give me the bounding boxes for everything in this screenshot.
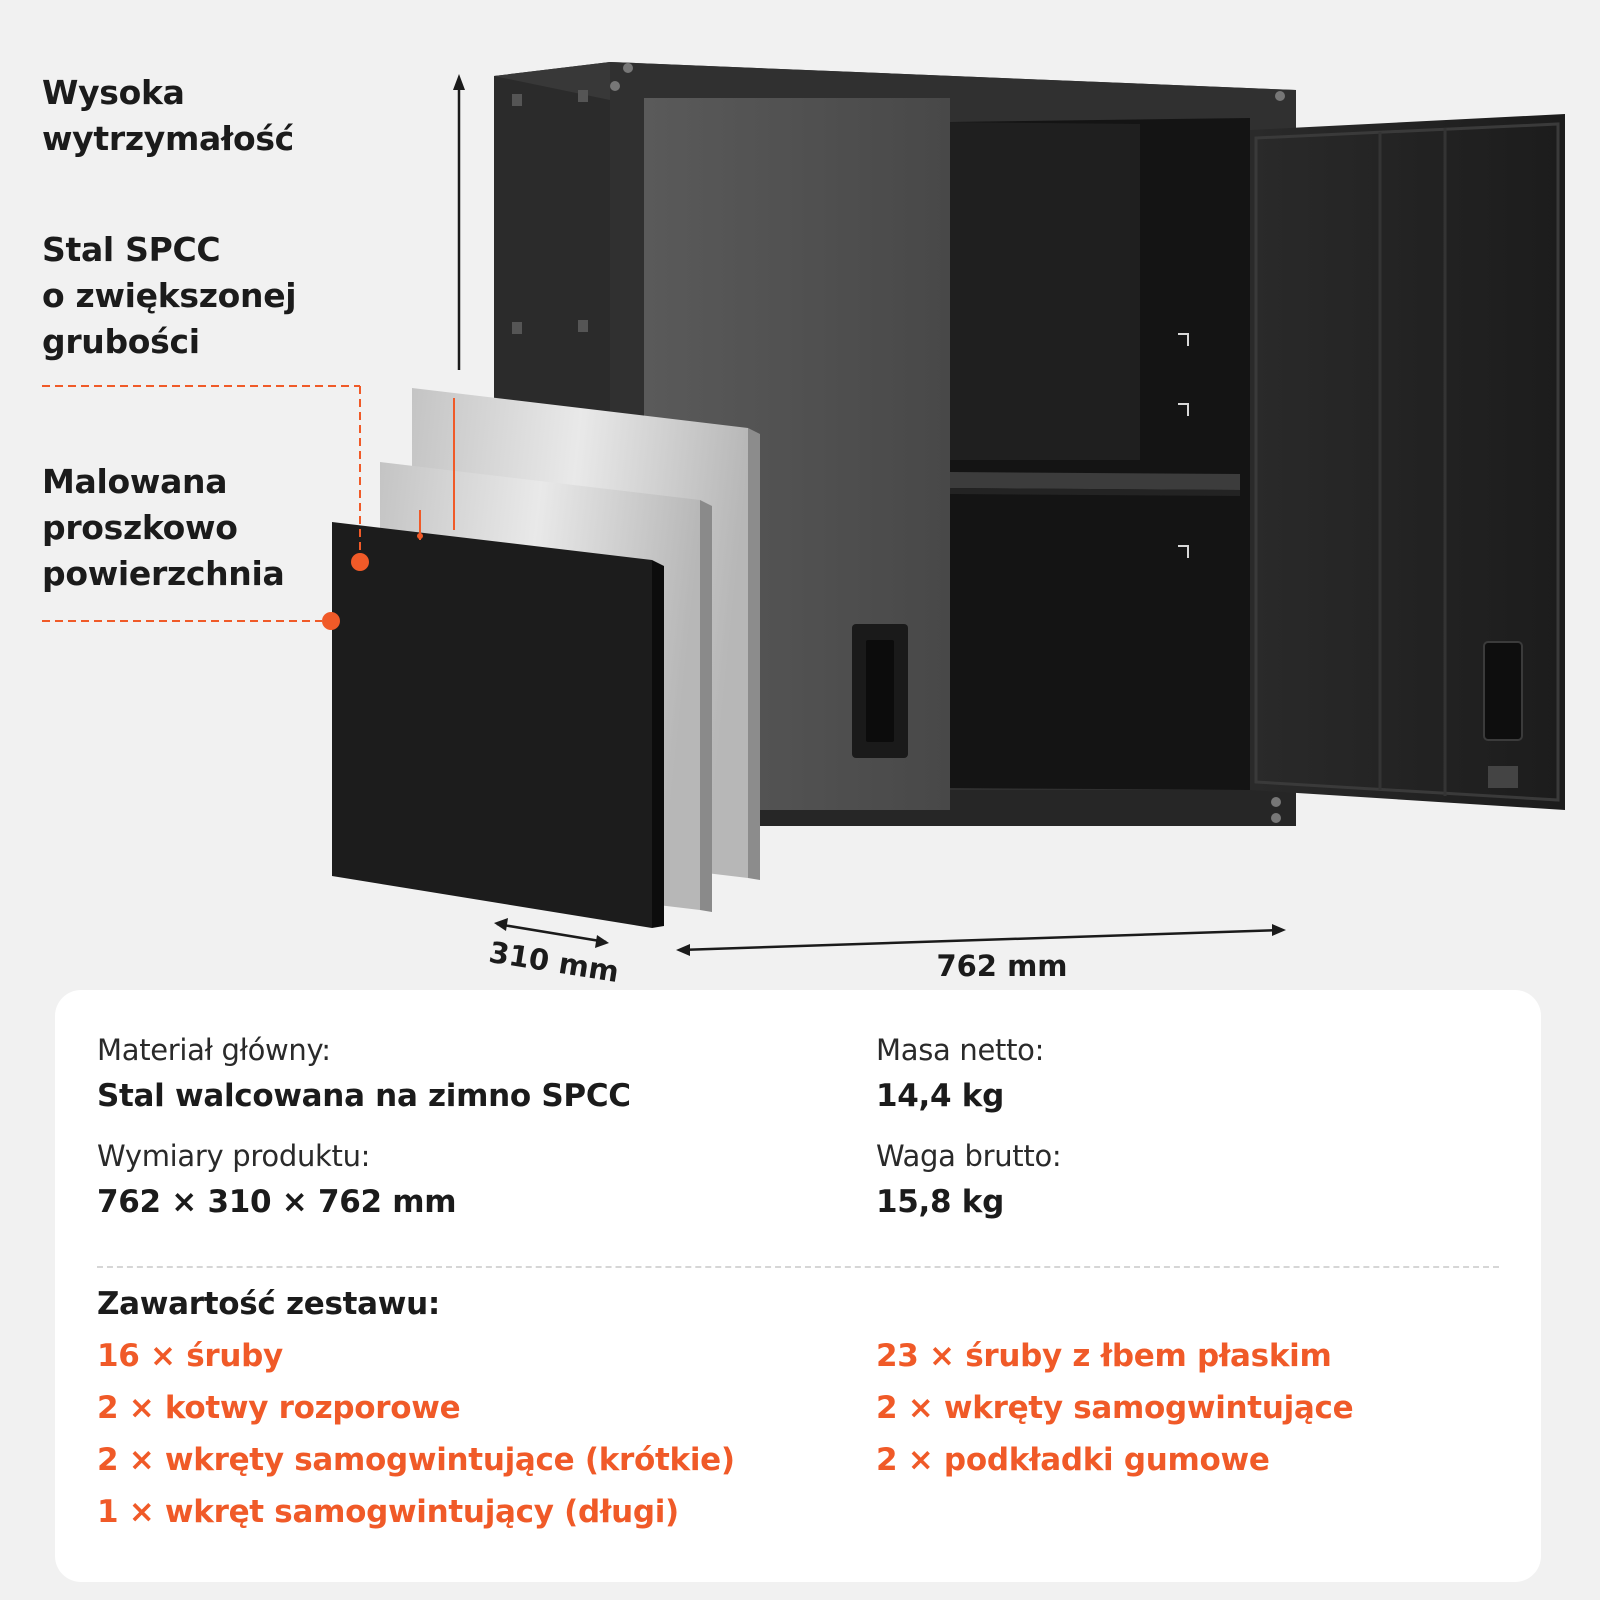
spec-gross-weight-value: 15,8 kg: [876, 1184, 1004, 1220]
thickness-markers: [417, 398, 455, 540]
spec-material-label: Materiał główny:: [97, 1033, 331, 1067]
kit-item: 23 × śruby z łbem płaskim: [876, 1338, 1332, 1374]
material-sample-powder-plate: [332, 522, 664, 928]
feature-thick-steel: Stal SPCC o zwiększonej grubości: [42, 230, 297, 361]
spec-gross-weight: Waga brutto: 15,8 kg: [876, 1136, 1062, 1223]
depth-dimension: 310 mm: [487, 918, 621, 989]
kit-item: 2 × kotwy rozporowe: [97, 1390, 461, 1426]
spec-material: Materiał główny: Stal walcowana na zimno…: [97, 1030, 631, 1117]
width-label: 762 mm: [936, 949, 1067, 983]
kit-item: 2 × wkręty samogwintujące (krótkie): [97, 1442, 735, 1478]
kit-list-right: 23 × śruby z łbem płaskim 2 × wkręty sam…: [876, 1330, 1354, 1486]
kit-item: 2 × wkręty samogwintujące: [876, 1390, 1354, 1426]
spec-size-label: Wymiary produktu:: [97, 1139, 371, 1173]
width-dimension: 762 mm: [676, 924, 1286, 983]
spec-net-weight-value: 14,4 kg: [876, 1078, 1004, 1114]
callout-leader-steel: [42, 385, 369, 571]
kit-item: 2 × podkładki gumowe: [876, 1442, 1270, 1478]
kit-list-left: 16 × śruby 2 × kotwy rozporowe 2 × wkręt…: [97, 1330, 735, 1538]
spec-card: Materiał główny: Stal walcowana na zimno…: [55, 990, 1541, 1582]
cabinet-right-door: [1250, 114, 1565, 810]
spec-net-weight-label: Masa netto:: [876, 1033, 1045, 1067]
spec-size-value: 762 × 310 × 762 mm: [97, 1184, 457, 1220]
feature-high-strength: Wysoka wytrzymałość: [42, 73, 294, 158]
height-arrow: [453, 74, 465, 370]
spec-size: Wymiary produktu: 762 × 310 × 762 mm: [97, 1136, 457, 1223]
spec-divider: [97, 1266, 1499, 1268]
spec-net-weight: Masa netto: 14,4 kg: [876, 1030, 1044, 1117]
spec-gross-weight-label: Waga brutto:: [876, 1139, 1062, 1173]
kit-item: 16 × śruby: [97, 1338, 283, 1374]
spec-material-value: Stal walcowana na zimno SPCC: [97, 1078, 631, 1114]
cabinet-illustration: 310 mm 762 mm: [42, 62, 1565, 989]
feature-powder-coated: Malowana proszkowo powierzchnia: [42, 462, 285, 593]
callout-leader-powder: [42, 612, 340, 630]
kit-title: Zawartość zestawu:: [97, 1286, 440, 1322]
kit-item: 1 × wkręt samogwintujący (długi): [97, 1494, 679, 1530]
